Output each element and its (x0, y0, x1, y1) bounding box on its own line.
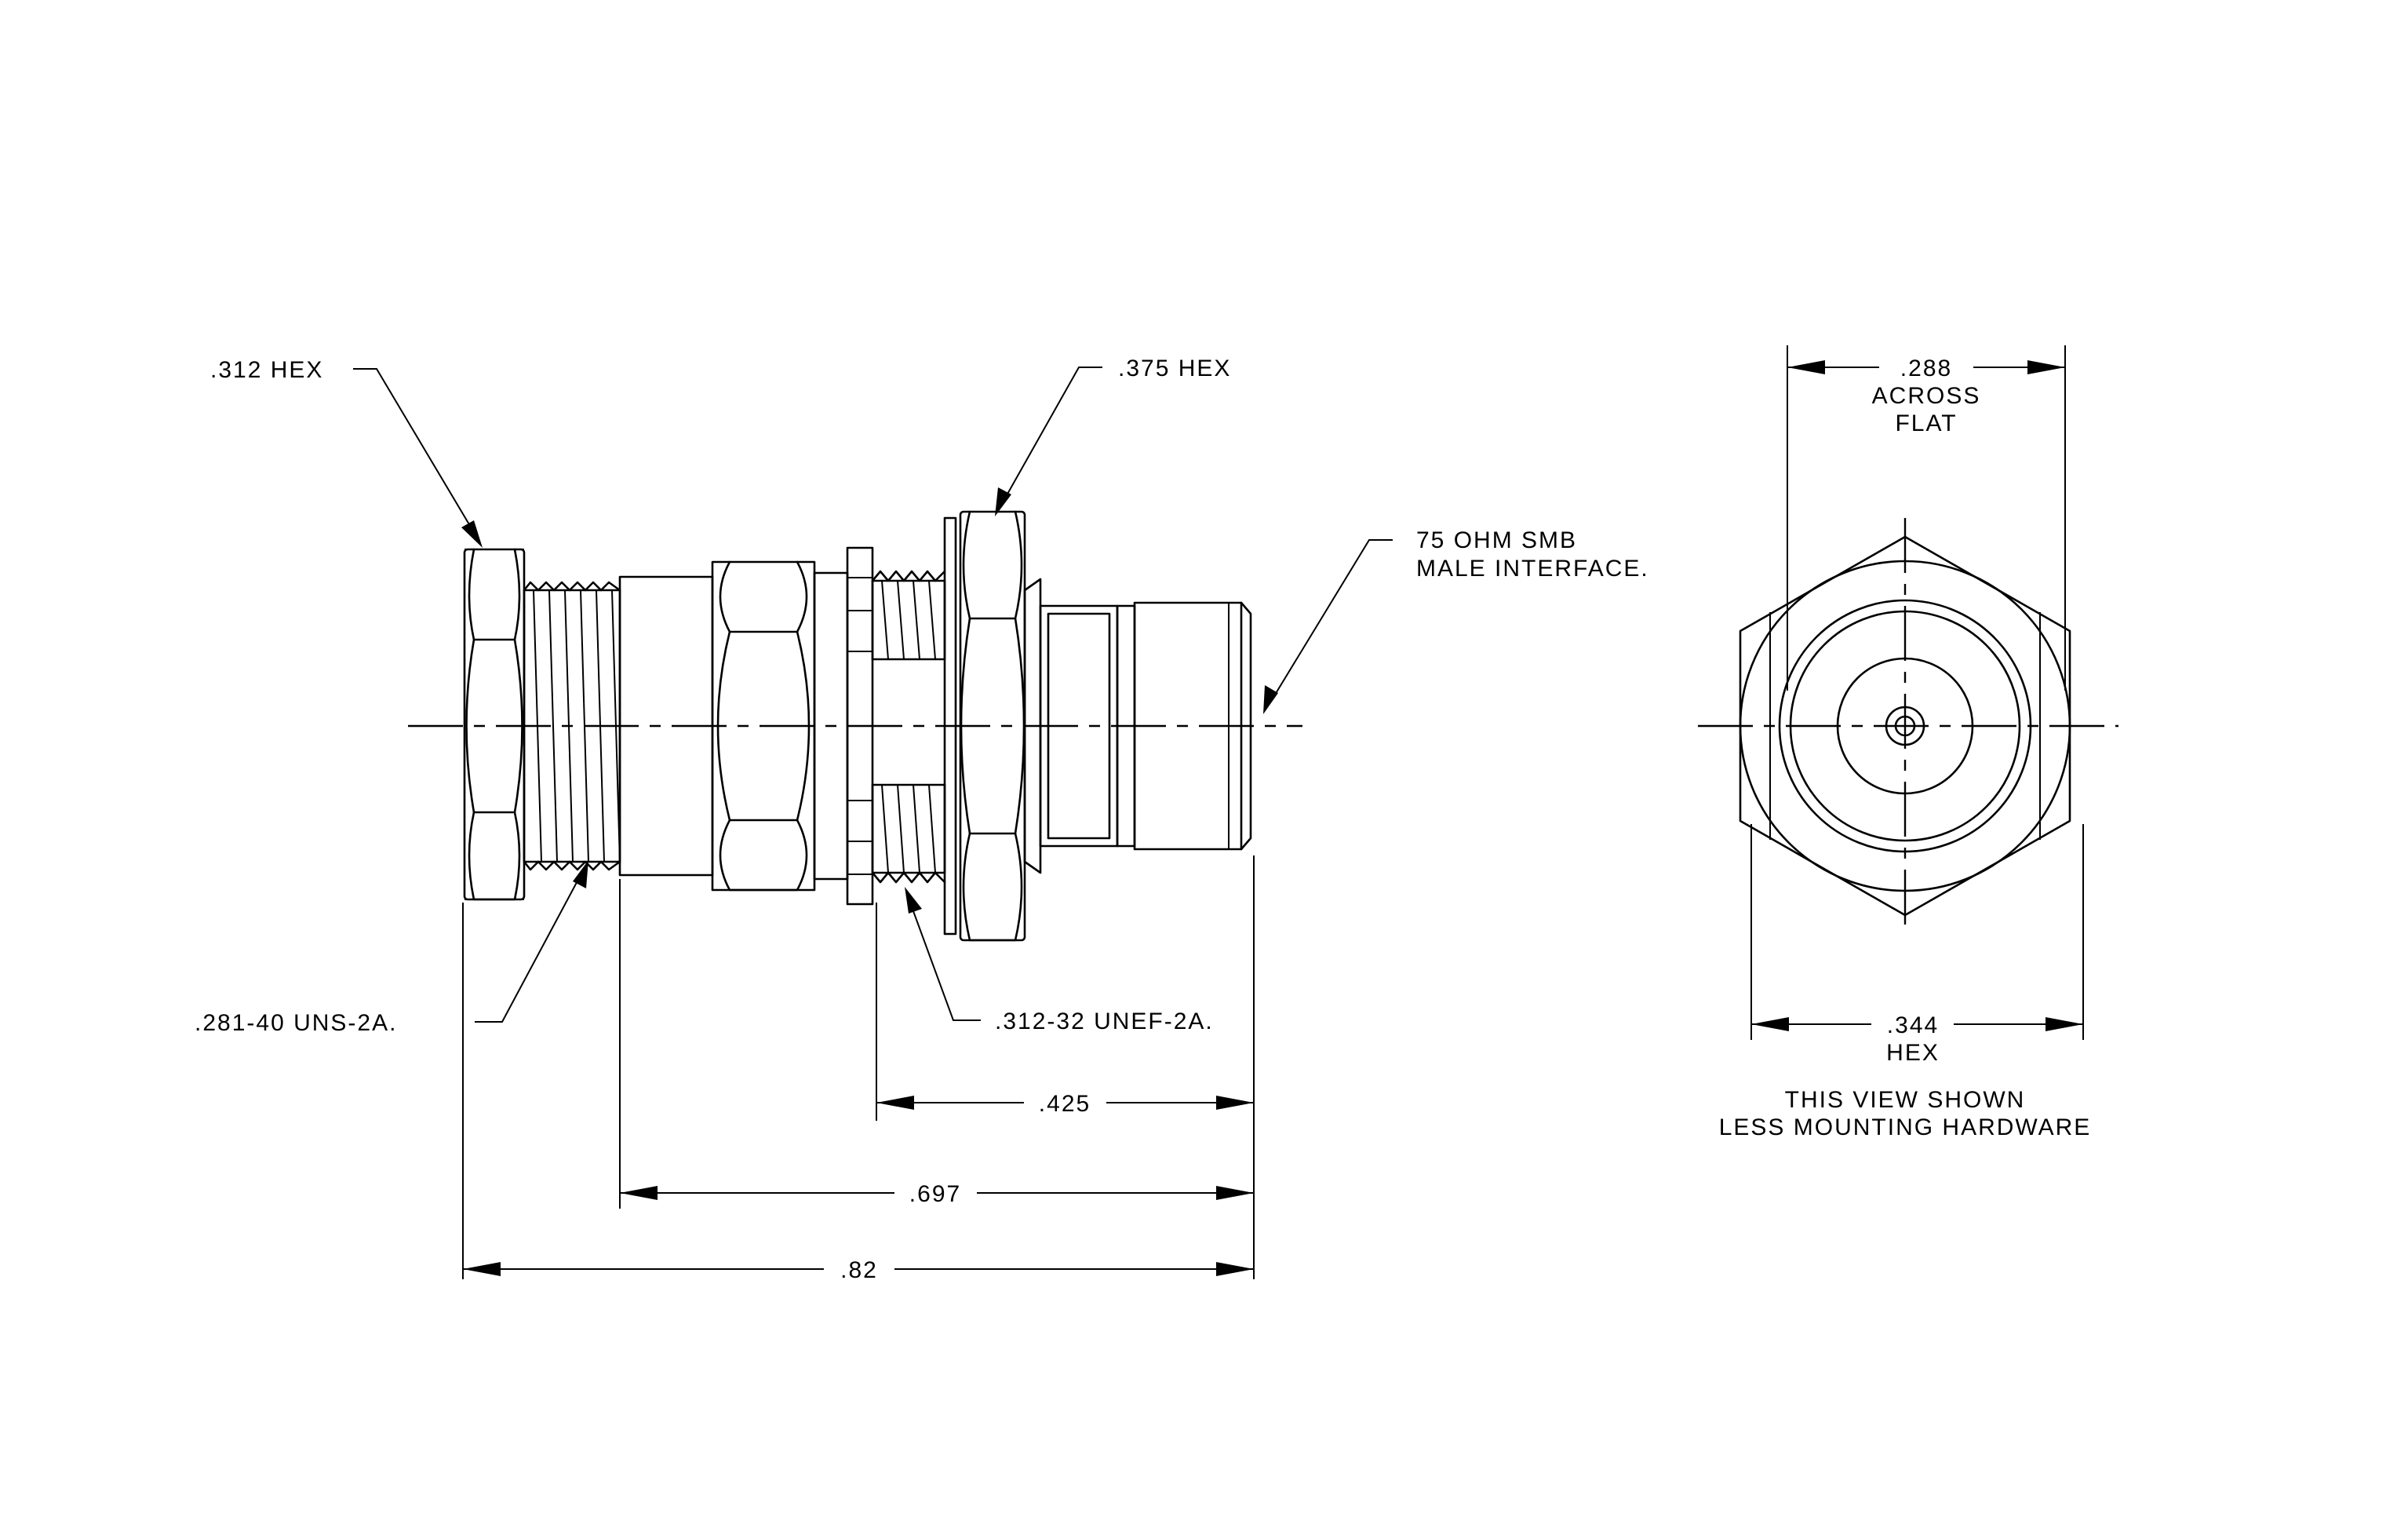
note-view-line2: LESS MOUNTING HARDWARE (1719, 1114, 2092, 1140)
dim-label-flat: FLAT (1895, 410, 1957, 436)
callout-281-thread: .281-40 UNS-2A. (195, 1010, 397, 1036)
leader-375-hex (1002, 367, 1102, 503)
side-view (408, 510, 1302, 942)
leaders (353, 367, 1393, 1023)
labels: .312 HEX .375 HEX 75 OHM SMB MALE INTERF… (195, 356, 2092, 1283)
end-view (1698, 518, 2118, 936)
end-view-ring-3 (1789, 610, 2021, 842)
callout-312-hex: .312 HEX (210, 357, 323, 383)
dim-label-hex: HEX (1886, 1040, 1940, 1066)
end-view-bore (1836, 657, 1974, 795)
leader-312-thread (909, 902, 981, 1021)
mount-thread-lower (871, 783, 946, 884)
callout-interface-line1: 75 OHM SMB (1416, 527, 1577, 553)
dim-label-697: .697 (909, 1181, 961, 1207)
end-view-outer-ring (1739, 560, 2071, 892)
end-view-hex-outline (1739, 535, 2071, 917)
dim-label-82: .82 (840, 1257, 878, 1283)
lock-washer (846, 546, 874, 906)
callout-375-hex: .375 HEX (1118, 356, 1231, 381)
smb-interface (1039, 601, 1252, 851)
dim-label-344: .344 (1887, 1012, 1939, 1038)
dimension-lines (462, 345, 2084, 1279)
end-view-pin-outer (1885, 706, 1925, 746)
mount-thread-upper (871, 570, 946, 661)
leader-smb-interface (1272, 539, 1393, 699)
dim-label-288: .288 (1900, 356, 1952, 381)
leader-312-hex (353, 368, 475, 534)
leader-281-thread (475, 874, 581, 1023)
dim-label-across: ACROSS (1872, 383, 1981, 409)
note-view-line1: THIS VIEW SHOWN (1785, 1087, 2026, 1113)
end-view-ring-2 (1778, 599, 2032, 853)
callout-interface-line2: MALE INTERFACE. (1416, 556, 1649, 582)
panel-washer (943, 516, 957, 936)
chamfer-collar (1023, 578, 1042, 874)
dim-label-425: .425 (1039, 1091, 1091, 1117)
end-view-pin-inner (1894, 715, 1916, 737)
left-hex-nut (463, 548, 526, 901)
callout-312-thread: .312-32 UNEF-2A. (995, 1009, 1214, 1034)
